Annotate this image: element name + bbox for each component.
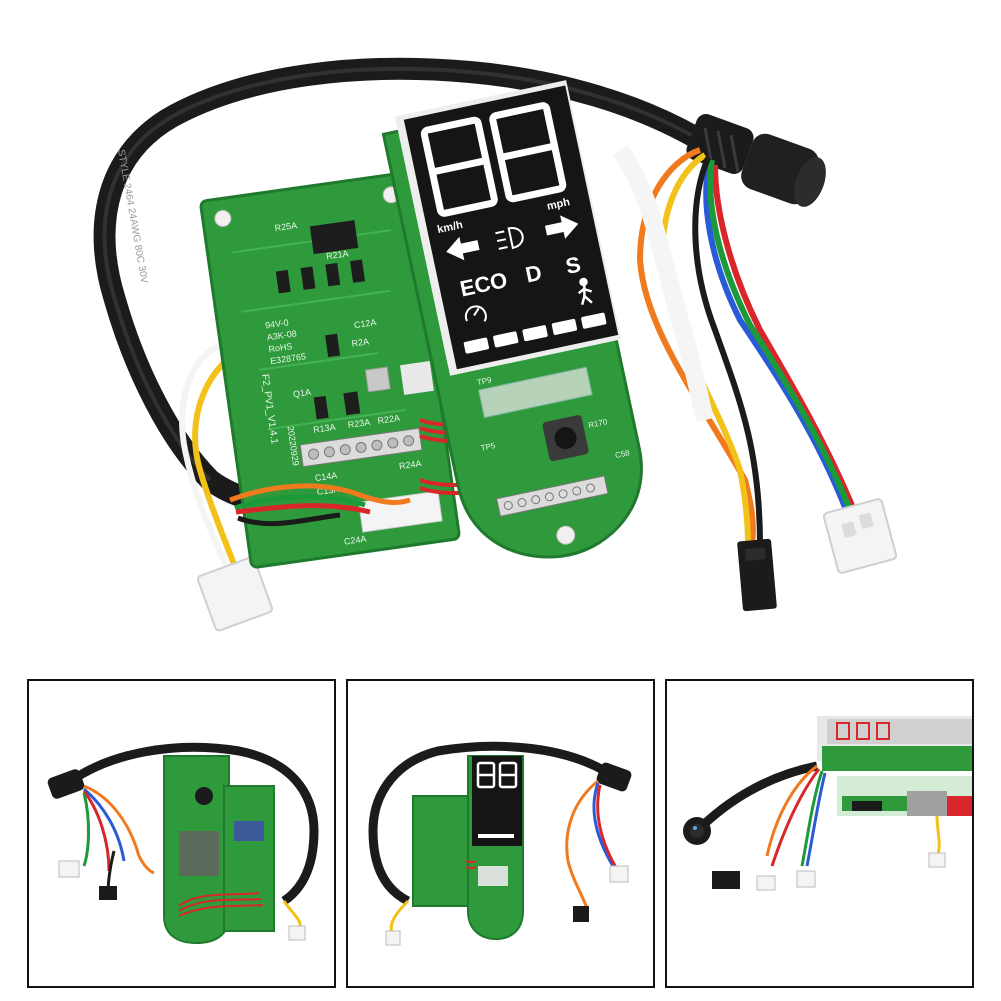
thumb3-svg (683, 716, 972, 891)
mode-s: S (563, 252, 583, 280)
main-product-photo: STYLE 2464 24AWG 80C 30V (93, 57, 898, 632)
silk-r13a: R13A (312, 422, 336, 435)
speedometer-icon (464, 305, 487, 322)
silk-rating: 94V-0 (264, 317, 289, 330)
headlight-icon (495, 227, 524, 250)
silk-c14a: C14A (314, 470, 338, 483)
wire-blue (703, 159, 853, 522)
speed-digits (420, 102, 567, 217)
silk-r22a: R22A (377, 413, 401, 426)
thumbnail-side-view[interactable] (665, 679, 974, 988)
silk-tp9: TP9 (476, 375, 493, 387)
silk-c24a: C24A (343, 534, 367, 547)
thumb1-svg (47, 742, 319, 945)
silk-c12a: C12A (353, 317, 377, 330)
silk-cert: E328765 (270, 351, 307, 366)
left-pcb: R25A R21A 94V-0 A3K-08 RoHS E328765 C12A… (199, 171, 461, 569)
unit-mph: mph (546, 196, 571, 213)
silk-r21a: R21A (325, 248, 349, 261)
battery-bar (463, 312, 607, 354)
wire-white-left (179, 337, 241, 577)
silk-r23a: R23A (347, 417, 371, 430)
silk-r2a: R2A (351, 336, 370, 348)
display-pcb: 88 km/h mph ECO D S (381, 80, 643, 559)
walking-person-icon (577, 277, 593, 306)
main-photo-svg: STYLE 2464 24AWG 80C 30V (93, 57, 898, 632)
white-ribbon (612, 144, 714, 423)
thumbnail-back-view[interactable] (27, 679, 336, 988)
unit-kmh: km/h (436, 219, 464, 236)
white-connector-left (197, 556, 273, 632)
silk-r24a: R24A (398, 458, 422, 471)
silk-batch: A3K-08 (266, 328, 297, 342)
wire-black (692, 156, 763, 546)
left-arrow-icon (446, 236, 480, 261)
silk-r25a: R25A (274, 220, 298, 233)
silk-tp5: TP5 (480, 441, 497, 453)
silk-rohs: RoHS (268, 341, 293, 354)
silk-r170: R170 (588, 417, 609, 430)
wire-orange (636, 147, 756, 546)
right-arrow-icon (544, 215, 579, 239)
wire-yellow-left (192, 342, 252, 577)
wire-green (707, 159, 857, 522)
mode-d: D (523, 260, 544, 288)
silk-q1a: Q1A (292, 387, 311, 399)
thumbnail-front-view[interactable] (346, 679, 655, 988)
silk-c58: C58 (614, 448, 631, 460)
wire-red (712, 164, 861, 522)
white-connector-right (822, 498, 898, 574)
thumb2-svg (368, 741, 632, 946)
